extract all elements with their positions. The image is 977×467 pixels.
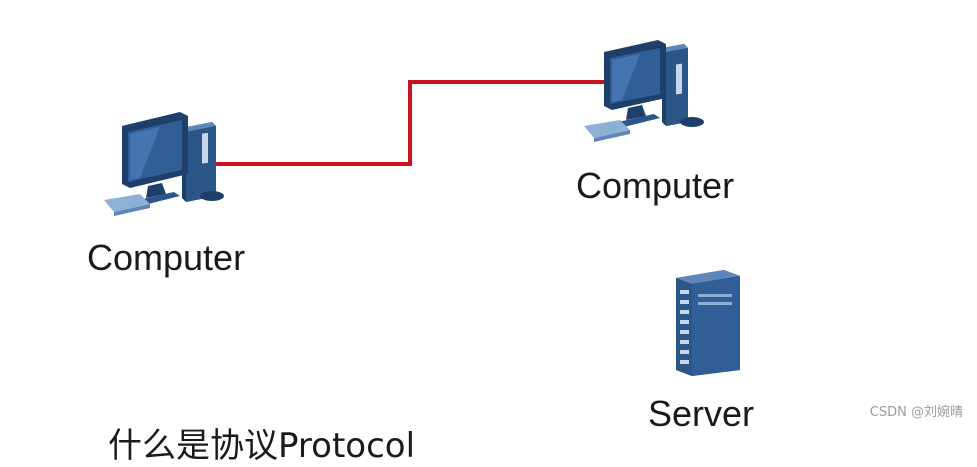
partial-caption: 什么是协议Protocol <box>108 426 416 466</box>
computer-left-label: Computer <box>87 237 246 278</box>
network-link <box>214 80 604 166</box>
computer-icon <box>584 40 704 142</box>
computer-right-node <box>580 38 710 148</box>
computer-icon <box>104 112 224 216</box>
watermark: CSDN @刘婉晴 <box>869 405 963 420</box>
computer-left-node <box>100 108 230 218</box>
server-icon <box>676 270 740 376</box>
server-node <box>672 266 744 378</box>
network-diagram: Computer Computer <box>87 38 963 466</box>
diagram-canvas <box>214 80 604 166</box>
server-label: Server <box>648 393 755 434</box>
computer-right-label: Computer <box>576 165 735 206</box>
